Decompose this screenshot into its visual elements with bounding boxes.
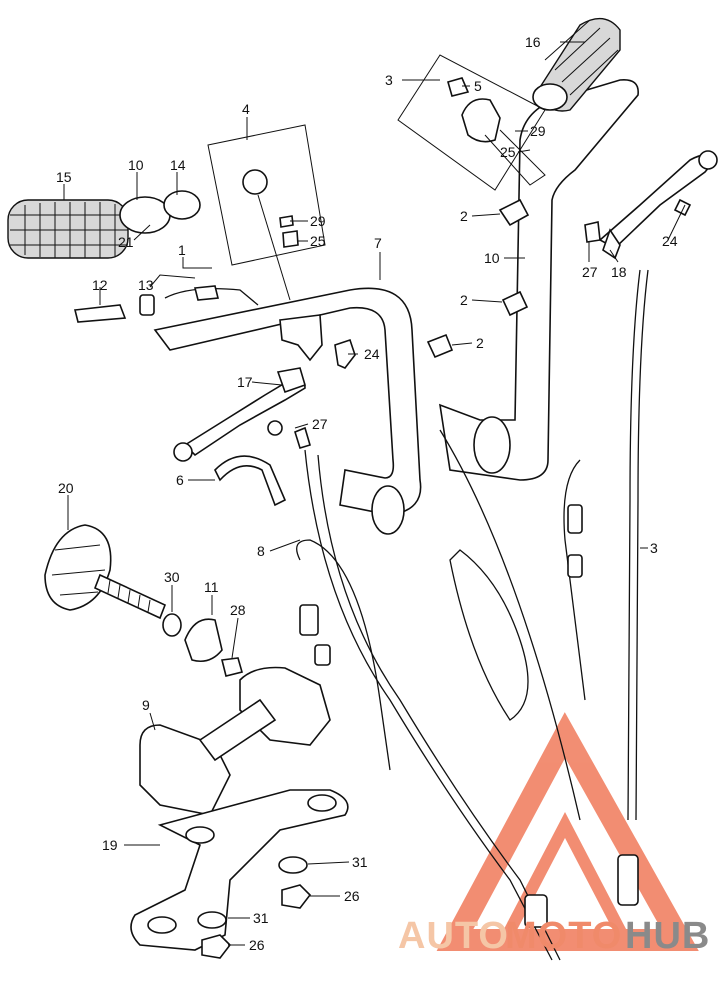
clutch-lever	[173, 367, 306, 462]
callout-16: 14	[170, 157, 186, 173]
callout-29b: 29	[530, 123, 546, 139]
callout-30: 30	[164, 569, 180, 585]
callout-28: 28	[230, 602, 246, 618]
callout-15: 13	[138, 277, 154, 293]
nuts-washers	[197, 856, 312, 959]
callout-2c: 2	[476, 335, 484, 351]
callout-18: 16	[525, 34, 541, 50]
callout-6: 4	[242, 101, 250, 117]
cable-guides	[426, 198, 530, 359]
bolts	[267, 221, 601, 449]
handlebar	[153, 78, 639, 535]
callout-3: 3	[650, 540, 658, 556]
watermark-logo-icon	[436, 712, 699, 951]
callout-24b: 24	[364, 346, 380, 362]
callout-14: 12	[92, 277, 108, 293]
callout-8: 8	[257, 543, 265, 559]
callout-25a: 25	[310, 233, 326, 249]
damper-knob	[44, 524, 167, 620]
brake-lever	[598, 150, 718, 260]
callout-21: 19	[102, 837, 118, 853]
callout-23: 21	[118, 234, 134, 250]
watermark-moto: MOTO	[505, 915, 622, 957]
cable-clamp	[214, 455, 287, 507]
callout-9: 7	[374, 235, 382, 251]
callout-4: 6	[176, 472, 184, 488]
callout-2a: 2	[460, 208, 468, 224]
callout-2b: 2	[460, 292, 468, 308]
right-grip	[532, 17, 621, 112]
callout-22: 20	[58, 480, 74, 496]
handlebar-holder	[130, 666, 349, 951]
left-grip	[7, 190, 201, 259]
callout-31b: 31	[253, 910, 269, 926]
callout-5: 3	[385, 72, 393, 88]
cable-adjuster-box	[207, 124, 326, 301]
callout-10: 10	[484, 250, 500, 266]
cables	[296, 269, 649, 961]
callout-17: 15	[56, 169, 72, 185]
callout-29a: 29	[310, 213, 326, 229]
callout-7: 5	[474, 78, 482, 94]
watermark-hub: HUB	[625, 915, 710, 957]
callout-27b: 27	[312, 416, 328, 432]
callout-26a: 26	[344, 888, 360, 904]
watermark-auto: AUTO	[398, 915, 509, 957]
leader-lines	[63, 41, 686, 946]
callout-24a: 24	[662, 233, 678, 249]
callout-12: 10	[128, 157, 144, 173]
callout-25b: 25	[500, 144, 516, 160]
callout-19: 17	[237, 374, 253, 390]
callout-27a: 27	[582, 264, 598, 280]
switch-parts	[74, 285, 259, 323]
watermark-text: AUTO MOTO HUB	[398, 915, 710, 957]
callout-13: 11	[204, 579, 219, 595]
callout-11: 9	[142, 697, 150, 713]
hardware-small	[162, 613, 243, 677]
throttle-assembly	[397, 54, 546, 191]
callout-26b: 26	[249, 937, 265, 953]
callout-20: 18	[611, 264, 627, 280]
callout-labels: 15 10 14 21 1 13 12 4 29 25 7 3 5 29 25 …	[56, 34, 678, 953]
callout-31a: 31	[352, 854, 368, 870]
callout-1: 1	[178, 242, 186, 258]
